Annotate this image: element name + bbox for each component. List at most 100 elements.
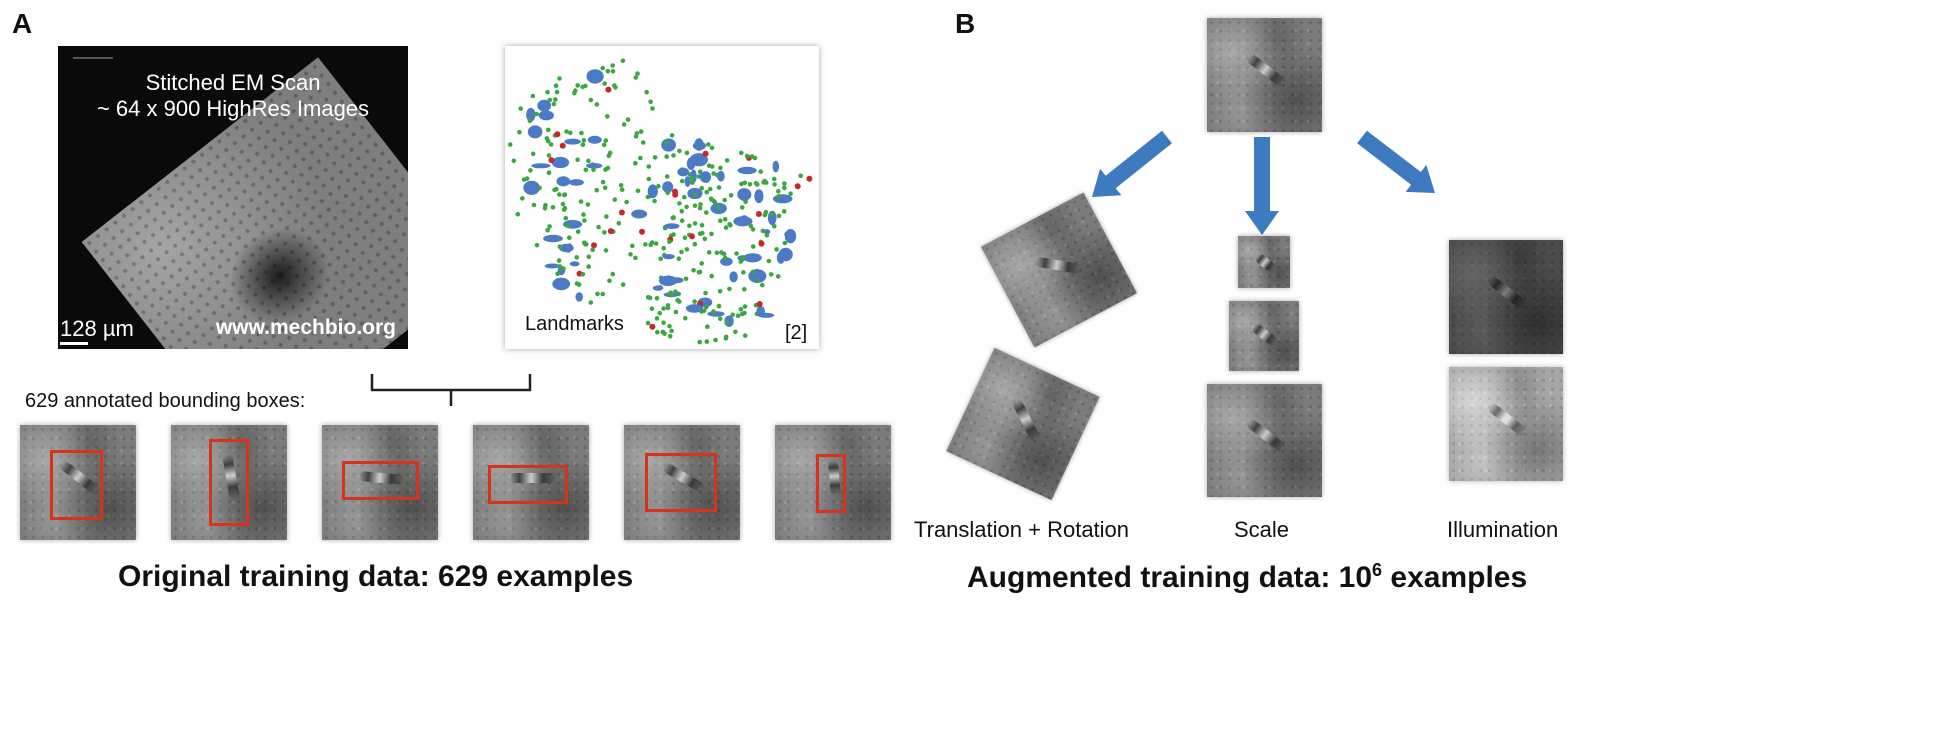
landmark-dot — [583, 83, 588, 89]
landmark-dot — [676, 256, 682, 261]
landmark-dot — [527, 118, 533, 124]
landmark-dot — [794, 183, 801, 190]
landmark-dot — [762, 178, 767, 184]
scaled-image-small — [1238, 236, 1290, 288]
landmark-dot — [575, 292, 583, 302]
landmark-dot — [718, 218, 723, 224]
landmark-dot — [684, 176, 691, 187]
landmark-dot — [682, 235, 688, 241]
landmark-dot — [750, 227, 756, 232]
landmark-dot — [562, 192, 567, 198]
landmark-dot — [607, 228, 614, 235]
landmark-dot — [647, 184, 658, 199]
landmark-dot — [603, 167, 608, 172]
landmark-dot — [774, 247, 779, 252]
landmark-dot — [758, 169, 763, 174]
landmark-dot — [620, 58, 626, 64]
landmark-dot — [769, 211, 775, 217]
landmark-dot — [709, 231, 714, 237]
landmark-dot — [739, 205, 745, 210]
panel-b-letter: B — [955, 8, 976, 39]
landmark-dot — [730, 312, 735, 318]
landmark-dot — [568, 179, 584, 186]
bounding-box — [816, 454, 846, 513]
landmark-dot — [568, 130, 573, 136]
landmark-dot — [649, 306, 655, 312]
landmark-dot — [690, 180, 695, 185]
landmark-dot — [712, 200, 718, 205]
landmark-dot — [594, 102, 600, 107]
scan-title-line2: ~ 64 x 900 HighRes Images — [96, 96, 370, 121]
landmark-dot — [720, 257, 733, 266]
landmark-dot — [672, 191, 679, 198]
landmark-dot — [548, 142, 554, 147]
landmark-dot — [575, 83, 580, 88]
landmark-dot — [554, 89, 560, 95]
landmark-dot — [507, 142, 513, 147]
annotated-patch — [20, 425, 136, 540]
landmark-dot — [709, 145, 715, 151]
bounding-box — [209, 439, 249, 526]
landmark-dot — [664, 140, 669, 146]
landmark-dot — [706, 250, 712, 255]
landmark-dot — [798, 173, 803, 179]
landmark-dot — [546, 170, 552, 175]
landmark-dot — [553, 97, 558, 102]
landmark-dot — [654, 316, 660, 321]
landmark-dot — [721, 251, 727, 257]
cell-structure — [1253, 252, 1277, 274]
landmark-dot — [750, 269, 756, 275]
landmark-dot — [545, 139, 551, 144]
landmark-dot — [552, 277, 571, 291]
annotated-patch — [322, 425, 438, 540]
landmark-dot — [603, 138, 609, 143]
landmark-dot — [684, 150, 690, 156]
landmark-dot — [560, 201, 566, 207]
landmark-dot — [776, 251, 785, 264]
landmark-dot — [631, 209, 648, 219]
landmark-dot — [738, 259, 744, 264]
landmark-dot — [574, 255, 580, 260]
landmark-dot — [711, 309, 716, 314]
landmark-dot — [696, 270, 702, 275]
landmark-dot — [562, 205, 568, 211]
landmark-dot — [520, 196, 525, 201]
landmark-dot — [652, 155, 658, 160]
landmark-dot — [661, 246, 666, 251]
landmark-dot — [650, 106, 655, 111]
bounding-box — [50, 450, 103, 520]
landmark-dot — [596, 224, 601, 230]
bounding-box — [342, 461, 419, 500]
landmark-dot — [545, 227, 550, 233]
landmark-dot — [758, 312, 775, 318]
bounding-box — [488, 465, 568, 504]
landmark-dot — [648, 99, 653, 105]
landmark-dot — [772, 160, 780, 173]
landmark-dot — [750, 244, 756, 249]
panel-a-caption: Original training data: 629 examples — [118, 560, 634, 593]
landmark-dot — [728, 193, 734, 198]
landmark-dot — [784, 229, 797, 244]
landmark-dot — [620, 282, 626, 287]
landmark-dot — [526, 107, 536, 122]
landmark-dot — [567, 235, 572, 240]
landmark-dot — [659, 275, 678, 286]
landmark-dot — [634, 131, 640, 136]
landmark-dot — [649, 240, 655, 245]
landmarks-ref: [2] — [785, 322, 808, 344]
landmark-dot — [546, 153, 552, 158]
landmark-dot — [691, 268, 696, 273]
landmark-dot — [635, 188, 641, 194]
landmark-dot — [734, 251, 739, 256]
scaled-image-large — [1207, 384, 1322, 497]
landmark-dot — [684, 247, 690, 252]
translation-label: Translation + Rotation — [914, 517, 1130, 542]
landmark-dot — [699, 185, 704, 191]
landmark-dot — [763, 229, 771, 235]
landmark-dot — [595, 291, 600, 297]
scaled-image-medium — [1229, 301, 1299, 371]
bounding-boxes-label: 629 annotated bounding boxes: — [25, 390, 306, 412]
landmark-dot — [733, 329, 738, 335]
landmark-dot — [707, 186, 713, 192]
cell-structure — [1245, 52, 1288, 89]
